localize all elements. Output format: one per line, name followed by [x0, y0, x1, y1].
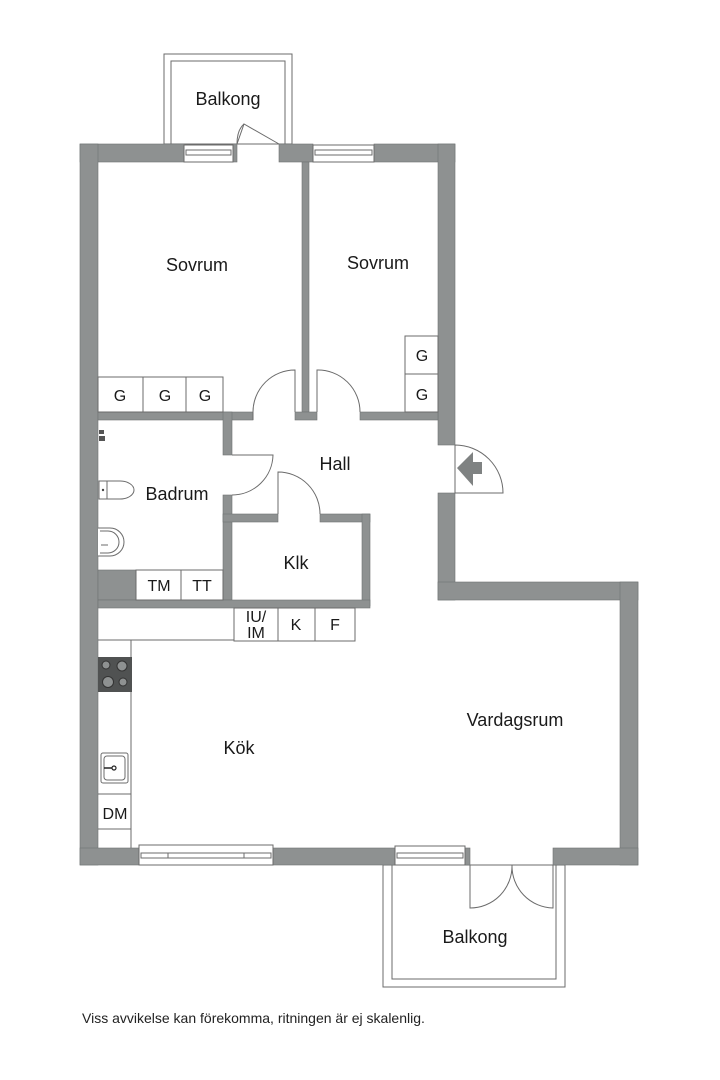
- windows: [138, 144, 466, 866]
- window-living: [394, 845, 466, 866]
- room-label-balkong-top: Balkong: [195, 89, 260, 109]
- wardrobe-label: G: [416, 348, 428, 365]
- appliance-label: TT: [192, 578, 212, 595]
- doors: [231, 123, 554, 909]
- window-kitchen: [138, 844, 274, 866]
- appliance-label: TM: [147, 578, 170, 595]
- appliance-label: DM: [103, 806, 128, 823]
- washbasin-icon: [98, 527, 125, 557]
- appliance-label: IU/: [246, 609, 267, 626]
- wardrobe-label: G: [199, 388, 211, 405]
- wardrobes-left-bedroom: G G G: [97, 376, 224, 413]
- sink-icon: [100, 752, 129, 784]
- balcony-top: [163, 53, 293, 145]
- disclaimer-text: Viss avvikelse kan förekomma, ritningen …: [82, 1010, 425, 1026]
- wardrobe-label: G: [159, 388, 171, 405]
- kitchen-counters: IU/ IM K F DM: [98, 607, 356, 848]
- appliance-label: IM: [247, 625, 265, 642]
- room-label-sovrum-right: Sovrum: [347, 253, 409, 273]
- wardrobe-label: G: [416, 387, 428, 404]
- room-label-hall: Hall: [319, 454, 350, 474]
- room-label-badrum: Badrum: [145, 484, 208, 504]
- bathroom-fixtures: TM TT: [98, 430, 224, 601]
- appliance-label: K: [291, 617, 302, 634]
- stove-icon: [98, 657, 132, 692]
- wardrobe-label: G: [114, 388, 126, 405]
- appliance-label: F: [330, 617, 340, 634]
- towel-hook-icon: [99, 430, 105, 441]
- toilet-icon: [98, 480, 135, 500]
- outer-walls: [79, 143, 639, 866]
- inner-walls: [97, 161, 439, 609]
- entrance-arrow-icon: [457, 452, 482, 486]
- room-label-balkong-bottom: Balkong: [442, 927, 507, 947]
- entrance-door: [454, 444, 504, 494]
- wardrobes-right-bedroom: G G: [404, 335, 439, 413]
- window-top-right: [312, 144, 375, 163]
- room-labels: Balkong Sovrum Sovrum Hall Badrum Klk Kö…: [145, 89, 563, 947]
- room-label-vardagsrum: Vardagsrum: [467, 710, 564, 730]
- room-label-sovrum-left: Sovrum: [166, 255, 228, 275]
- balcony-bottom: [382, 864, 566, 988]
- room-label-klk: Klk: [283, 553, 309, 573]
- room-label-kok: Kök: [223, 738, 255, 758]
- window-top-left: [183, 144, 234, 163]
